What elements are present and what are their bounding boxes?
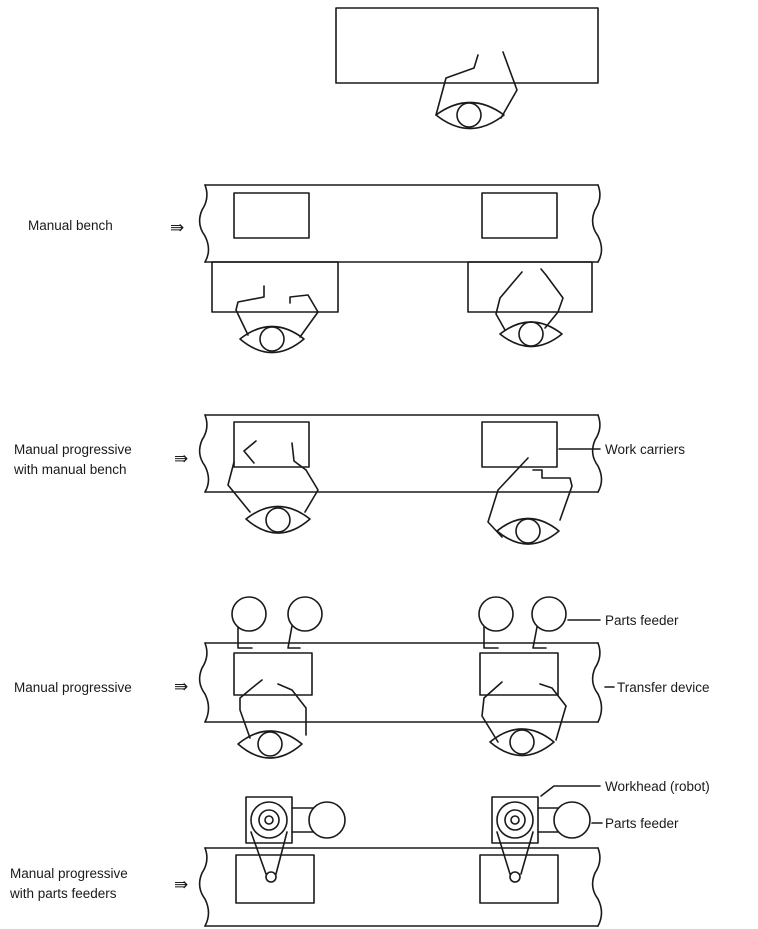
workhead-right-ring-inner: [510, 815, 520, 825]
parts-feeder-right: [553, 801, 591, 839]
break-left: [198, 184, 210, 263]
label-prog-feeders-2: with parts feeders: [9, 886, 117, 901]
label-work-carriers: Work carriers: [605, 442, 685, 457]
op2r-arm-right: [540, 268, 564, 329]
break-right: [591, 642, 603, 723]
feeder-r1-chute: [483, 626, 499, 649]
feeder-r1: [478, 596, 514, 632]
workhead-right-ring-mid: [504, 809, 526, 831]
arrow-icon: ⇛: [174, 875, 188, 895]
op3r-arm-left: [487, 457, 529, 538]
break-right: [591, 847, 603, 927]
workhead-left-ring-inner: [264, 815, 274, 825]
label-manual-progressive: Manual progressive: [14, 680, 132, 695]
feeder-r2: [531, 596, 567, 632]
feeder-l1-chute: [237, 626, 253, 649]
bench-right: [467, 261, 593, 313]
op3l-arm-left: [227, 461, 251, 513]
op3r-arm-right: [532, 469, 573, 521]
feeder-r2-chute: [532, 626, 547, 649]
operator-arm-left: [435, 54, 479, 116]
op4l-arm-right: [277, 683, 307, 736]
op4r-body: [489, 728, 555, 757]
bench-left: [211, 261, 339, 313]
panel-single-bench: [335, 7, 599, 130]
panel-progressive: Manual progressive ⇛ Parts feeder Transf…: [14, 596, 710, 759]
panel-progressive-feeders: Manual progressive with parts feeders ⇛ …: [9, 779, 710, 927]
op4l-body: [237, 730, 303, 759]
break-left: [198, 642, 210, 723]
op2l-body: [239, 325, 305, 354]
panel-manual-bench: Manual bench ⇛: [28, 184, 603, 354]
carrier-left: [233, 421, 310, 468]
op2l-head: [259, 326, 285, 352]
label-workhead-robot: Workhead (robot): [605, 779, 710, 794]
bench-top: [335, 7, 599, 84]
op2r-arm-left: [495, 271, 523, 331]
robot-gripper-left: [265, 871, 277, 883]
label-parts-feeder-1: Parts feeder: [605, 613, 679, 628]
robot-arm-right: [496, 831, 534, 875]
operator-head: [456, 102, 482, 128]
arrow-icon: ⇛: [174, 449, 188, 469]
workhead-left-ring-outer: [250, 801, 288, 839]
op3r-body: [496, 517, 560, 545]
feeder-l2: [287, 596, 323, 632]
feeder-l1: [231, 596, 267, 632]
op3l-arm-right: [304, 469, 319, 513]
op4r-arm-left: [481, 681, 503, 743]
work-station-left: [233, 192, 310, 239]
op2r-body: [499, 321, 563, 348]
op3l-hand-left: [243, 440, 257, 464]
workhead-right: [491, 796, 539, 844]
operator-body: [435, 101, 505, 130]
op3r-head: [515, 518, 541, 544]
op3l-head: [265, 507, 291, 533]
carrier-right: [479, 854, 559, 904]
label-prog-bench-2: with manual bench: [13, 462, 127, 477]
workhead-left-ring-mid: [258, 809, 280, 831]
op2l-arm-left: [235, 285, 265, 336]
break-left: [198, 414, 210, 493]
feeder-l2-chute: [287, 625, 301, 649]
panel-progressive-bench: Manual progressive with manual bench ⇛ W…: [13, 414, 685, 545]
robot-arm-left: [250, 831, 288, 875]
robot-gripper-right: [509, 871, 521, 883]
break-left: [198, 847, 210, 927]
op4l-head: [257, 731, 283, 757]
op3l-body: [245, 505, 311, 534]
label-prog-feeders-1: Manual progressive: [10, 866, 128, 881]
op4r-arm-right: [539, 683, 567, 741]
label-prog-bench-1: Manual progressive: [14, 442, 132, 457]
op4l-arm-left: [239, 679, 263, 739]
arrow-icon: ⇛: [174, 677, 188, 697]
leader-workhead: [540, 785, 601, 797]
carrier-right: [479, 652, 559, 696]
label-manual-bench: Manual bench: [28, 218, 113, 233]
op3l-hand-right: [291, 442, 307, 471]
operator-arm-right: [500, 51, 518, 119]
parts-feeder-left: [308, 801, 346, 839]
workhead-left: [245, 796, 293, 844]
carrier-right: [481, 421, 558, 468]
break-right: [591, 414, 603, 493]
op2r-head: [518, 321, 544, 347]
carrier-left: [235, 854, 315, 904]
arrow-icon: ⇛: [170, 218, 184, 238]
carrier-left: [233, 652, 313, 696]
op4r-head: [509, 729, 535, 755]
label-transfer-device: Transfer device: [617, 680, 710, 695]
break-right: [591, 184, 603, 263]
work-station-right: [481, 192, 558, 239]
op2l-arm-right: [289, 294, 319, 338]
label-parts-feeder-2: Parts feeder: [605, 816, 679, 831]
workhead-right-ring-outer: [496, 801, 534, 839]
